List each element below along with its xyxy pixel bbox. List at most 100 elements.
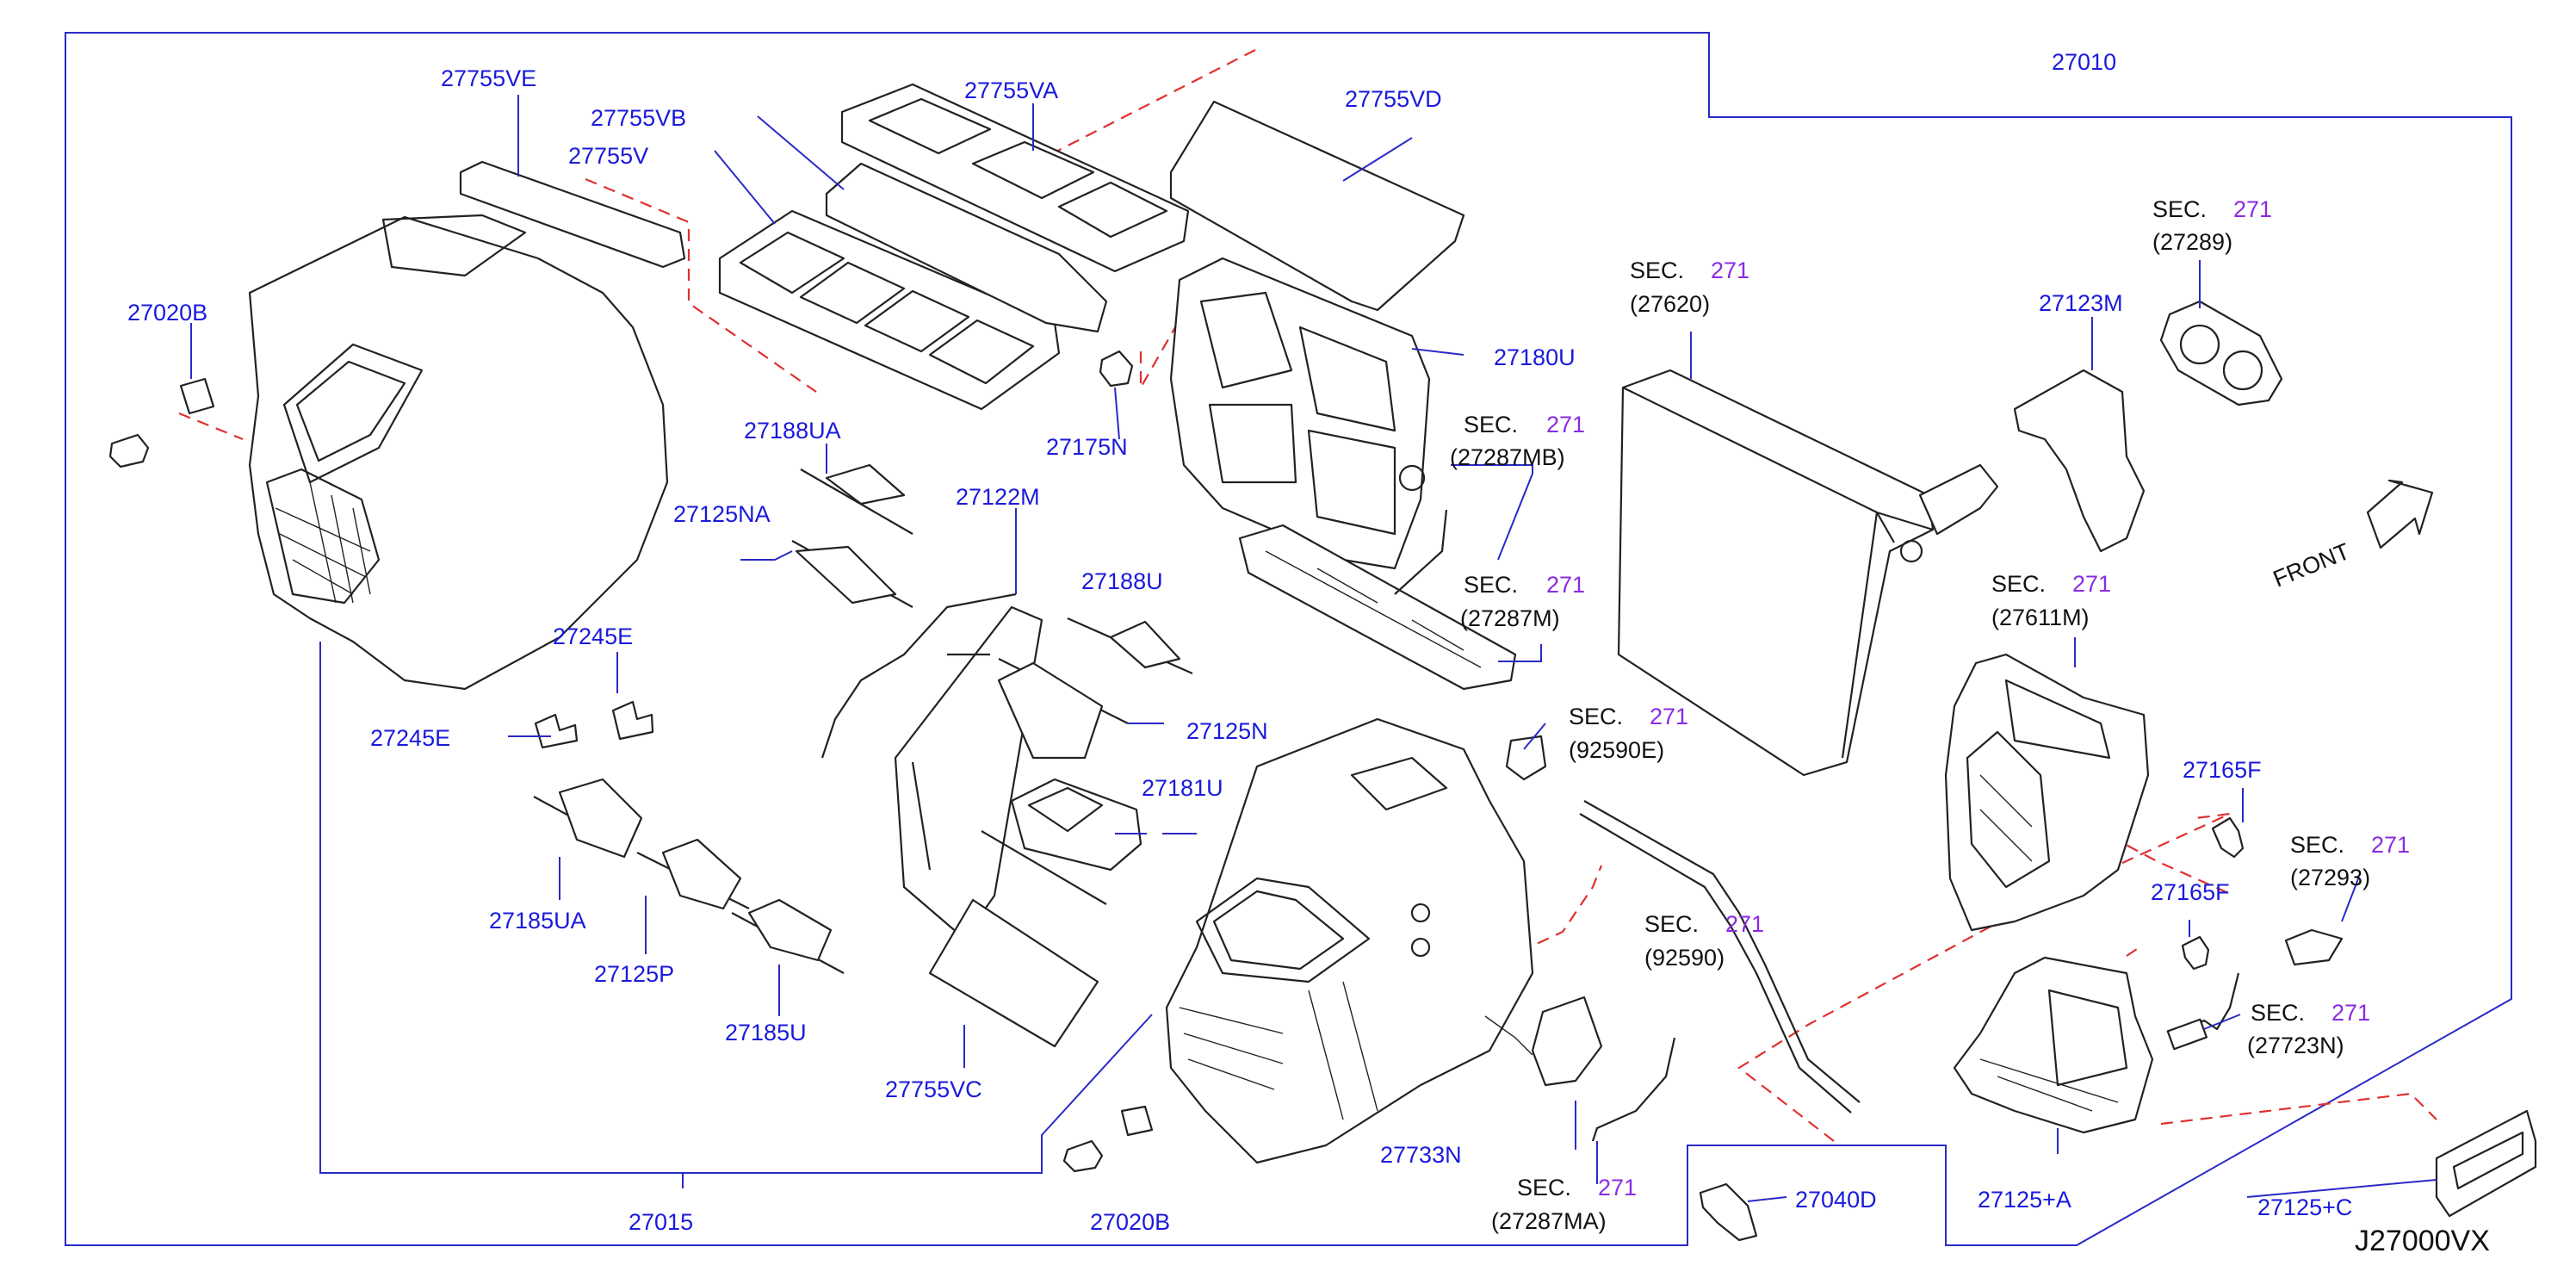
svg-text:(27289): (27289) [2152,229,2232,255]
label-27020B-left: 27020B [127,300,207,326]
label-27755VB: 27755VB [591,105,686,131]
label-27125A: 27125+A [1978,1187,2071,1213]
heater-case-left [248,214,669,691]
actuator-27733N [1484,996,1603,1087]
label-27185UA: 27185UA [489,908,586,934]
label-27165F-lower: 27165F [2151,879,2230,905]
svg-text:271: 271 [2233,196,2272,222]
section-ref-27723N: SEC. 271 (27723N) [2247,1000,2370,1058]
bolt-27040D [1699,1182,1758,1242]
svg-text:271: 271 [1546,572,1585,598]
label-27245E-a: 27245E [553,623,633,649]
section-ref-27287MB: SEC. 271 (27287MB) [1450,412,1585,470]
clip-27020B-left [179,377,215,415]
svg-text:(92590): (92590) [1644,945,1725,971]
section-ref-27289: SEC. 271 (27289) [2152,196,2272,255]
svg-text:SEC.: SEC. [1644,911,1699,937]
divider-27122M [894,605,1043,940]
section-references: SEC. 271 (27620) SEC. 271 (27289) SEC. 2… [1450,196,2410,1234]
clamp-92590E [1505,735,1547,781]
bracket-27123M [2013,369,2146,553]
svg-text:SEC.: SEC. [1630,257,1684,283]
label-27755VD: 27755VD [1345,86,1442,112]
svg-text:271: 271 [2331,1000,2370,1026]
label-27733N: 27733N [1380,1142,1462,1168]
label-27125N: 27125N [1186,718,1268,744]
svg-text:(27723N): (27723N) [2247,1033,2344,1058]
assembly-frame-27015 [319,642,1153,1174]
svg-text:271: 271 [2072,571,2111,597]
air-guide-channel [825,162,1108,333]
screw-27165F-upper [2211,816,2245,859]
bracket-27245E-right [611,700,654,741]
label-27040D: 27040D [1795,1187,1877,1213]
evaporator-core [1617,369,1999,777]
section-ref-92590E: SEC. 271 (92590E) [1569,704,1688,763]
part-labels: 27010 27015 27755VE 27755VB 27755V 27755… [127,49,2352,1235]
vent-27125C [2435,1109,2537,1218]
bracket-27245E-left [534,713,579,749]
label-27755VA: 27755VA [964,78,1058,103]
label-27125NA: 27125NA [673,501,771,527]
door-27188U [1067,617,1193,675]
label-27245E-b: 27245E [370,725,450,751]
label-27180U: 27180U [1494,344,1576,370]
bushing-27175N [1099,350,1134,388]
label-27125P: 27125P [594,961,674,987]
bolt-27020B-right [1062,1139,1104,1173]
wire-27287MB [1394,509,1448,595]
svg-text:271: 271 [1650,704,1688,729]
label-27010: 27010 [2052,49,2116,75]
svg-text:(27611M): (27611M) [1991,605,2090,630]
filter-cover-27755VD [1169,100,1465,312]
label-27185U: 27185U [725,1020,807,1045]
filter-frame-27755VB [718,209,1061,411]
svg-text:SEC.: SEC. [1569,704,1623,729]
label-27181U: 27181U [1142,775,1223,801]
svg-text:(27287MB): (27287MB) [1450,444,1565,470]
svg-text:SEC.: SEC. [1991,571,2046,597]
svg-text:(27287M): (27287M) [1460,605,1560,631]
door-27181U [981,778,1142,905]
blower-housing-27611M [1944,653,2150,932]
link-rod [820,592,1017,759]
section-ref-27287MA: SEC. 271 (27287MA) [1491,1175,1637,1234]
front-label: FRONT [2269,538,2353,592]
door-27188UA [800,463,913,535]
section-ref-27293: SEC. 271 (27293) [2290,832,2410,890]
duct-27287M [1238,524,1517,691]
label-27755V: 27755V [568,143,648,169]
hose-92590 [1583,800,1861,1103]
filter-frame-27755VA [840,83,1190,273]
door-27125N [997,658,1129,760]
door-27185UA [533,778,643,859]
section-ref-27620: SEC. 271 (27620) [1630,257,1749,317]
section-ref-92590: SEC. 271 (92590) [1644,911,1764,971]
label-27188UA: 27188UA [744,418,841,444]
intake-frame-27180U [1169,257,1431,570]
svg-text:SEC.: SEC. [2290,832,2344,858]
harness-connector [2166,1018,2208,1051]
door-27125NA [791,540,913,608]
door-27125P [636,838,750,910]
svg-text:271: 271 [1598,1175,1637,1200]
svg-text:SEC.: SEC. [1464,412,1518,437]
label-27188U: 27188U [1081,568,1163,594]
svg-text:(27287MA): (27287MA) [1491,1208,1607,1234]
label-27165F-upper: 27165F [2183,757,2262,783]
sensor-27293 [2284,928,2344,966]
label-27125C: 27125+C [2257,1194,2352,1220]
filter-27755VE [459,160,686,269]
label-27123M: 27123M [2039,290,2123,316]
filter-27755VC [928,898,1099,1048]
svg-text:SEC.: SEC. [1464,572,1518,598]
label-27020B-right: 27020B [1090,1209,1170,1235]
bolt-27020B-left [108,433,150,468]
diagram-code: J27000VX [2355,1225,2490,1257]
assembly-frame-27010 [65,32,2512,1246]
svg-text:271: 271 [2371,832,2410,858]
svg-text:SEC.: SEC. [2152,196,2207,222]
rod-27287MA [1591,1037,1676,1142]
section-ref-27287M: SEC. 271 (27287M) [1460,572,1585,631]
